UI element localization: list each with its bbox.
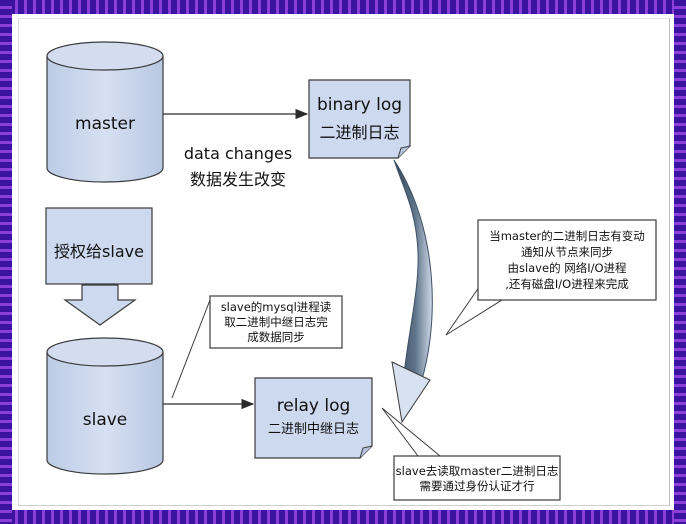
grant-label: 授权给slave — [54, 242, 144, 261]
relay-log-label-zh: 二进制中继日志 — [267, 422, 359, 437]
slave-sync-note-line: 成数据同步 — [247, 330, 305, 344]
slave-sync-note-box — [209, 295, 343, 349]
slave-sync-note-line: 取二进制中继日志完 — [224, 315, 328, 329]
slave-read-note-line: slave去读取master二进制日志 — [395, 464, 559, 478]
binary-log-label-zh: 二进制日志 — [319, 123, 400, 142]
slave-sync-callout-line — [171, 299, 211, 399]
grant-box — [45, 207, 153, 285]
data-changes-label-en: data changes — [183, 144, 293, 163]
slave-sync-note-line: slave的mysql进程读 — [220, 300, 332, 314]
data-changes-label-zh: 数据发生改变 — [189, 170, 286, 189]
slave-read-note-box — [393, 455, 561, 501]
master-notify-note-line: 由slave的 网络I/O进程 — [507, 261, 627, 275]
frame-bottom — [0, 510, 686, 524]
frame-right — [674, 0, 686, 524]
master-label: master — [75, 114, 135, 134]
canvas-border — [18, 18, 670, 506]
binary-log-label-en: binary log — [316, 95, 403, 115]
binlog-to-relaylog-curved-arrow — [391, 159, 433, 424]
slave-read-callout-pointer — [381, 407, 442, 457]
slave-read-note-line: 需要通过身份认证才行 — [419, 479, 535, 493]
master-notify-note-box — [477, 219, 657, 301]
master-notify-note-line: 当master的二进制日志有变动 — [489, 229, 645, 243]
master-notify-note: 当master的二进制日志有变动 通知从节点来同步 由slave的 网络I/O进… — [478, 228, 656, 292]
master-notify-note-line: ,还有磁盘I/O进程来完成 — [505, 277, 629, 291]
slave-sync-note: slave的mysql进程读 取二进制中继日志完 成数据同步 — [210, 300, 342, 345]
relay-log-label-en: relay log — [276, 396, 351, 416]
master-notify-note-line: 通知从节点来同步 — [521, 245, 613, 259]
binary-log-box — [308, 79, 411, 159]
slave-read-note: slave去读取master二进制日志 需要通过身份认证才行 — [394, 464, 560, 494]
master-cylinder — [46, 41, 164, 183]
down-block-arrow — [63, 284, 137, 326]
slave-cylinder — [46, 337, 164, 475]
relay-log-box — [254, 377, 373, 459]
frame-left — [0, 0, 12, 524]
frame-top — [0, 0, 686, 14]
slave-label: slave — [82, 410, 128, 430]
